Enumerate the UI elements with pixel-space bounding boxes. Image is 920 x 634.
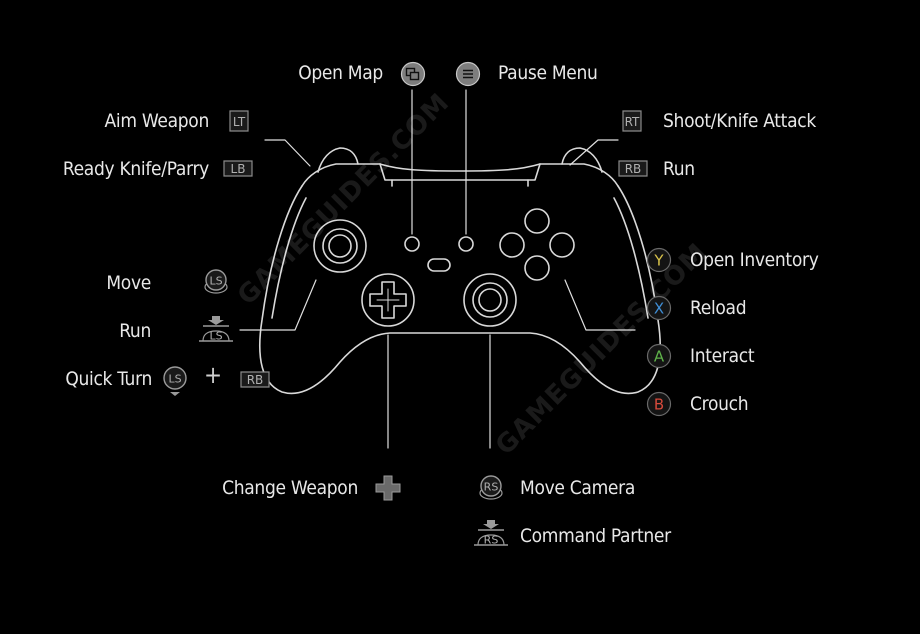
plus-sign: + bbox=[204, 361, 222, 389]
label-change-weapon: Change Weapon bbox=[222, 477, 358, 499]
b-button-text: B bbox=[654, 396, 664, 414]
menu-button-icon bbox=[455, 61, 481, 87]
label-reload: Reload bbox=[690, 297, 747, 319]
label-interact: Interact bbox=[690, 345, 755, 367]
view-button-icon bbox=[400, 61, 426, 87]
label-open-inventory: Open Inventory bbox=[690, 249, 819, 271]
x-button-icon: X bbox=[646, 295, 672, 321]
left-stick-text: LS bbox=[209, 275, 222, 288]
label-run-ls: Run bbox=[119, 320, 151, 342]
lt-trigger-text: LT bbox=[233, 115, 246, 129]
left-stick-turn-text: LS bbox=[168, 373, 181, 386]
a-button-icon: A bbox=[646, 343, 672, 369]
label-open-map: Open Map bbox=[298, 62, 383, 84]
rb-bumper-icon: RB bbox=[618, 160, 648, 177]
rb-bumper-quick-turn-icon: RB bbox=[240, 371, 270, 388]
b-button-icon: B bbox=[646, 391, 672, 417]
label-move-camera: Move Camera bbox=[520, 477, 636, 499]
left-stick-turn-icon: LS bbox=[163, 366, 187, 396]
rb-bumper-quick-turn-text: RB bbox=[247, 373, 264, 387]
label-aim-weapon: Aim Weapon bbox=[104, 110, 210, 132]
label-quick-turn: Quick Turn bbox=[65, 368, 152, 390]
rb-bumper-text: RB bbox=[625, 162, 642, 176]
a-button-text: A bbox=[654, 348, 665, 366]
label-crouch: Crouch bbox=[690, 393, 749, 415]
rt-trigger-text: RT bbox=[625, 115, 640, 129]
left-stick-press-text: LS bbox=[209, 330, 222, 343]
dpad-icon bbox=[375, 475, 401, 501]
lt-trigger-icon: LT bbox=[229, 110, 249, 132]
label-ready-knife-parry: Ready Knife/Parry bbox=[62, 158, 209, 180]
label-shoot-knife-attack: Shoot/Knife Attack bbox=[663, 110, 816, 132]
y-button-text: Y bbox=[653, 252, 664, 270]
lb-bumper-icon: LB bbox=[223, 160, 253, 177]
left-stick-icon: LS bbox=[204, 269, 228, 294]
label-pause-menu: Pause Menu bbox=[498, 62, 598, 84]
label-command-partner: Command Partner bbox=[520, 525, 671, 547]
rt-trigger-icon: RT bbox=[622, 110, 642, 132]
y-button-icon: Y bbox=[646, 247, 672, 273]
right-stick-text: RS bbox=[484, 481, 499, 494]
lb-bumper-text: LB bbox=[231, 162, 246, 176]
left-stick-press-icon: LS bbox=[199, 316, 233, 343]
callout-lines bbox=[239, 89, 636, 449]
right-stick-press-text: RS bbox=[484, 534, 499, 547]
right-stick-icon: RS bbox=[479, 475, 503, 500]
right-stick-press-icon: RS bbox=[474, 520, 508, 547]
label-move: Move bbox=[106, 272, 151, 294]
label-run-rb: Run bbox=[663, 158, 695, 180]
controller-outline bbox=[259, 147, 661, 395]
x-button-text: X bbox=[654, 300, 664, 318]
